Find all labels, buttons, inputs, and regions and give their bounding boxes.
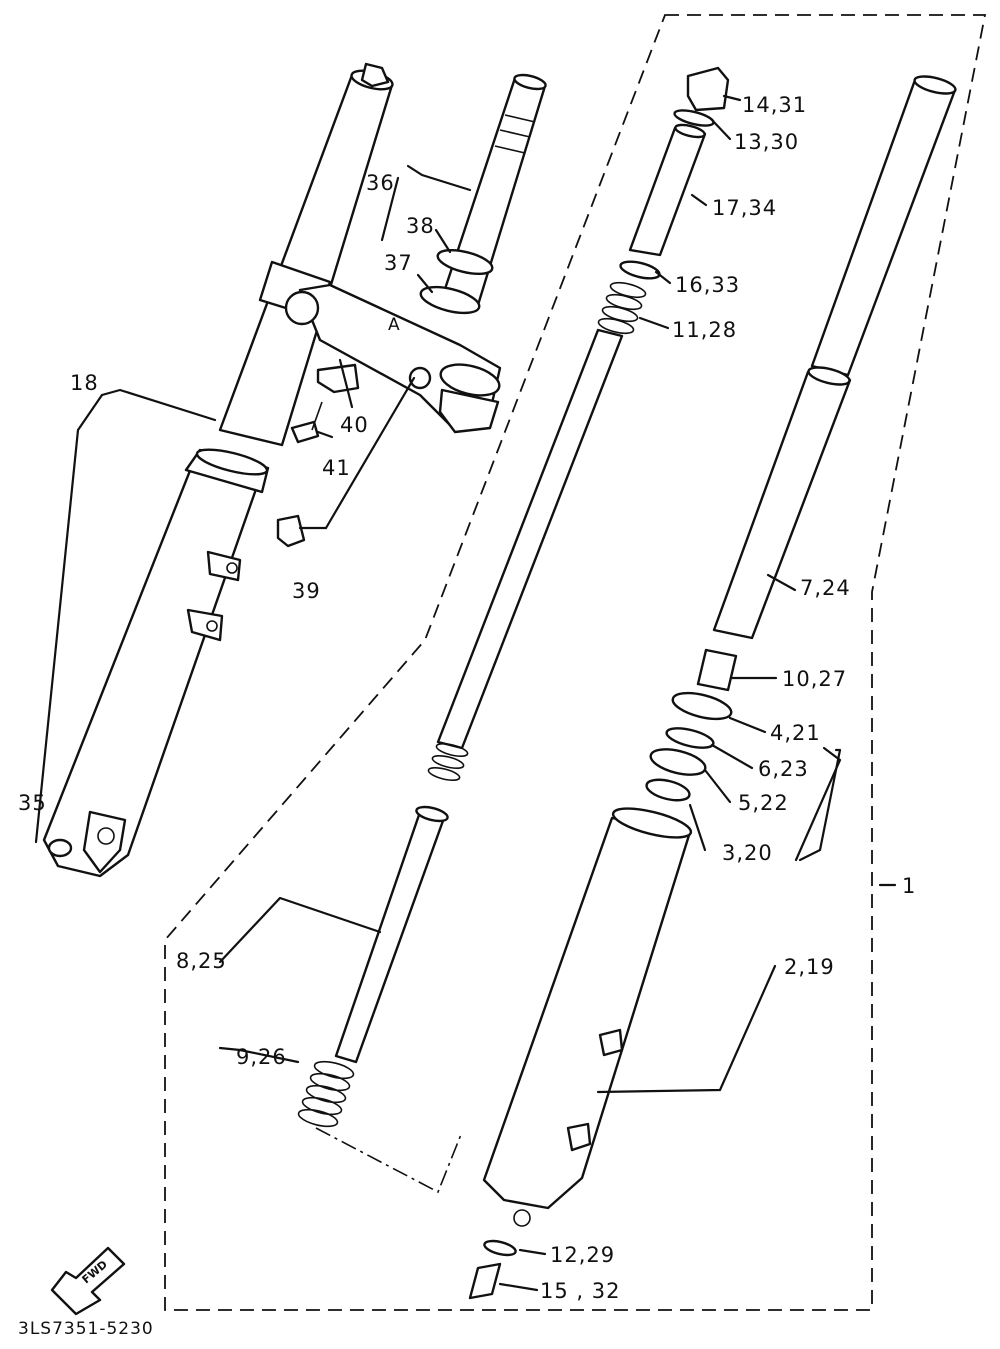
callout-39: 39	[292, 579, 321, 603]
part-7-inner-tube	[712, 75, 957, 640]
callout-4-21: 4,21	[770, 721, 821, 745]
assembled-fork-left	[42, 62, 394, 878]
part-37-race	[419, 285, 481, 315]
callout-6-23: 6,23	[758, 757, 809, 781]
callout-labels: 14,31 13,30 17,34 16,33 11,28 36 38 37 1…	[18, 93, 916, 1303]
callout-3-20: 3,20	[722, 841, 773, 865]
part-38-bearing	[436, 248, 494, 276]
callout-17-34: 17,34	[712, 196, 777, 220]
under-bracket: A	[284, 283, 502, 434]
part-41-bolt	[290, 420, 320, 444]
callout-10-27: 10,27	[782, 667, 847, 691]
part-5-oil-seal	[649, 748, 707, 776]
part-17-spacer	[628, 126, 707, 257]
callout-5-22: 5,22	[738, 791, 789, 815]
callout-9-26: 9,26	[236, 1045, 287, 1069]
callout-18: 18	[70, 371, 99, 395]
callout-14-31: 14,31	[742, 93, 807, 117]
callout-16-33: 16,33	[675, 273, 740, 297]
callout-13-30: 13,30	[734, 130, 799, 154]
part-8-damper-rod	[334, 810, 446, 1064]
callout-7-24: 7,24	[800, 576, 851, 600]
part-10-piston	[696, 648, 738, 692]
callout-1: 1	[902, 874, 916, 898]
svg-text:A: A	[388, 315, 401, 335]
callout-35: 35	[18, 791, 47, 815]
callout-37: 37	[384, 251, 413, 275]
part-9-rebound-spring	[297, 1060, 355, 1128]
part-3-washer	[645, 778, 691, 802]
callout-11-28: 11,28	[672, 318, 737, 342]
callout-8-25: 8,25	[176, 949, 227, 973]
callout-15-32: 15 , 32	[540, 1279, 620, 1303]
part-14-cap-bolt	[686, 66, 730, 112]
part-12-gasket	[483, 1239, 517, 1257]
callout-36: 36	[366, 171, 395, 195]
part-16-washer	[619, 260, 661, 280]
part-40-guide	[316, 363, 360, 394]
callout-2-19: 2,19	[784, 955, 835, 979]
part-11-spring-top	[597, 281, 647, 335]
part-6-clip	[665, 727, 715, 749]
part-15-bolt	[468, 1262, 502, 1300]
part-4-dust-seal	[671, 691, 733, 721]
part-11-spring-bottom	[427, 742, 469, 782]
callout-38: 38	[406, 214, 435, 238]
callout-12-29: 12,29	[550, 1243, 615, 1267]
leader-lines	[34, 94, 897, 1292]
fwd-arrow-icon: FWD	[50, 1246, 126, 1316]
part-2-outer-tube	[482, 807, 693, 1227]
part-39-bolt	[276, 514, 306, 548]
callout-40: 40	[340, 413, 369, 437]
callout-41: 41	[322, 456, 351, 480]
diagram-code: 3LS7351-5230	[18, 1319, 154, 1339]
